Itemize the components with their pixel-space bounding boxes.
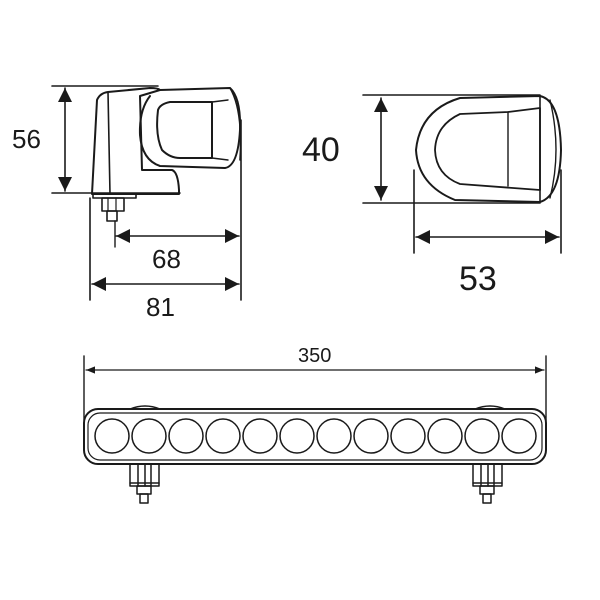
dim-depth-total: 81 [146,292,175,322]
left-mount-bolt [129,463,160,504]
led-lens-row [94,418,537,454]
dim-depth-inner: 68 [152,244,181,274]
dim-height-side: 56 [12,124,41,154]
dim-width-front: 53 [459,260,497,298]
right-mount-bolt [472,463,503,504]
front-view-drawing [362,94,562,254]
dim-length-bar: 350 [298,345,332,367]
light-bar-drawing [83,355,547,504]
dim-height-front: 40 [302,131,340,169]
side-view-drawing [51,85,242,301]
